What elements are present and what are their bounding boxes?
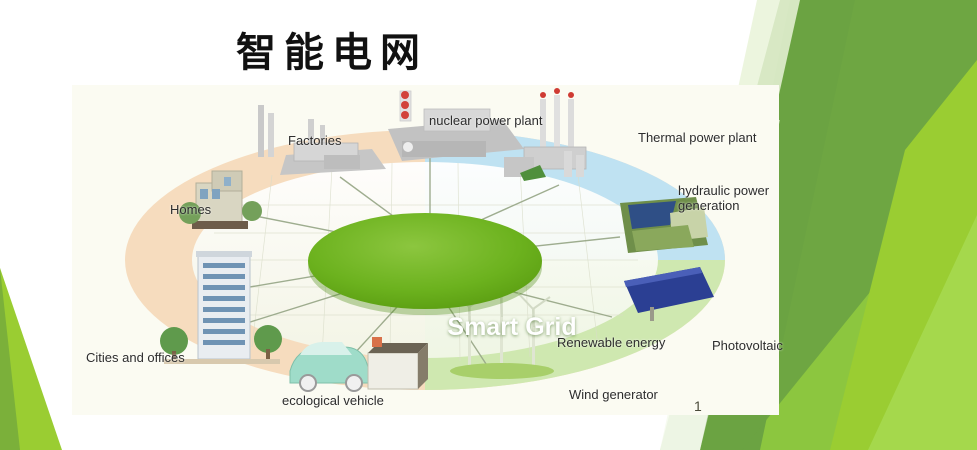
smart-grid-hub-body	[308, 213, 542, 309]
label-homes: Homes	[170, 202, 212, 217]
corner-shape-right-light	[860, 0, 977, 450]
corner-shape-right-mid	[760, 0, 977, 450]
hydraulic-power-illustration	[620, 197, 708, 253]
page-number: 1	[694, 398, 702, 414]
label-nuclear-power-plant: nuclear power plant	[429, 113, 543, 128]
page-title: 智能电网	[236, 29, 428, 76]
ecological-vehicle-illustration	[289, 337, 428, 392]
corner-shape-bottom-left-edge	[0, 268, 20, 450]
cities-and-offices-illustration	[160, 251, 282, 364]
label-hydraulic-power-generation: hydraulic power generation	[678, 183, 770, 213]
label-renewable-energy: Renewable energy	[557, 335, 666, 350]
label-thermal-power-plant: Thermal power plant	[638, 130, 757, 145]
corner-shape-accent	[868, 215, 977, 450]
nuclear-power-plant-illustration	[388, 90, 524, 161]
spoke-wind	[441, 296, 493, 374]
corner-shape-bottom-left	[0, 268, 62, 450]
label-ecological-vehicle: ecological vehicle	[282, 393, 384, 408]
homes-illustration	[179, 170, 262, 229]
diagram-panel: Homes Factories nuclear power plant Ther…	[72, 85, 783, 415]
smart-grid-diagram	[72, 85, 779, 415]
factories-illustration	[258, 105, 386, 175]
photovoltaic-illustration	[624, 267, 714, 321]
label-photovoltaic: Photovoltaic	[712, 338, 783, 353]
label-factories: Factories	[288, 133, 342, 148]
label-wind-generator: Wind generator	[569, 387, 658, 402]
thermal-power-plant-illustration	[504, 88, 587, 181]
corner-shape-fold-lower	[830, 60, 977, 450]
label-cities-and-offices: Cities and offices	[86, 350, 185, 365]
